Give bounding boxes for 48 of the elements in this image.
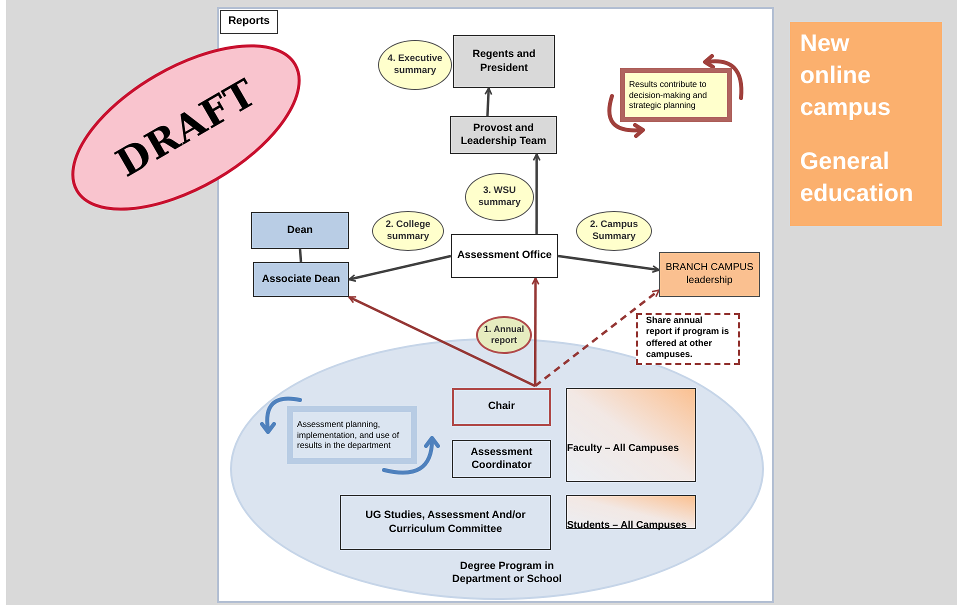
process-box bbox=[452, 388, 551, 426]
node-text: Dean bbox=[287, 224, 313, 238]
node-text: 3. WSU summary bbox=[477, 185, 522, 209]
node-text: UG Studies, Assessment And/or Curriculum Committee bbox=[364, 509, 527, 536]
process-box bbox=[566, 495, 696, 529]
process-box bbox=[659, 252, 760, 297]
connector-line bbox=[298, 248, 302, 262]
process-box bbox=[451, 234, 558, 278]
note-box bbox=[636, 313, 740, 365]
arrow bbox=[348, 296, 536, 388]
arrow bbox=[532, 153, 541, 234]
note-box bbox=[620, 68, 732, 122]
node-text: Chair bbox=[488, 400, 515, 414]
node-text: Reports bbox=[228, 15, 270, 29]
process-box bbox=[251, 212, 349, 249]
arrow bbox=[534, 289, 660, 387]
node-text: Share annual report if program is offered at other campuses. bbox=[646, 315, 730, 360]
node-text: Assessment Coordinator bbox=[470, 446, 534, 472]
process-box bbox=[566, 388, 696, 482]
arrow bbox=[558, 254, 660, 274]
node-text: Students – All Campuses bbox=[567, 520, 687, 532]
node-text: General education bbox=[800, 147, 914, 209]
node-text: 4. Executive summary bbox=[387, 53, 443, 77]
node-text: Assessment Office bbox=[457, 249, 552, 263]
arrow bbox=[532, 277, 540, 386]
draft-stamp bbox=[70, 44, 302, 211]
process-box bbox=[340, 495, 551, 550]
node-text: New online campus bbox=[800, 29, 892, 123]
arrow bbox=[484, 87, 492, 116]
info-panel bbox=[790, 22, 942, 226]
node-text: Provost and Leadership Team bbox=[460, 122, 548, 148]
node-text: Assessment planning, implementation, and use of results in the department bbox=[297, 419, 400, 451]
process-box bbox=[253, 262, 349, 297]
node-text: Faculty – All Campuses bbox=[567, 442, 679, 456]
node-text: BRANCH CAMPUS leadership bbox=[664, 262, 754, 287]
node-text: Regents and President bbox=[471, 48, 536, 75]
label-tab bbox=[220, 10, 278, 34]
node-text: Results contribute to decision-making and strategic planning bbox=[629, 79, 708, 111]
process-box bbox=[453, 35, 555, 88]
process-box bbox=[287, 406, 417, 464]
node-text: 2. Campus Summary bbox=[588, 219, 640, 243]
process-box bbox=[450, 116, 557, 154]
process-box bbox=[452, 440, 551, 478]
node-text: Degree Program in Department or School bbox=[452, 560, 562, 586]
arrow bbox=[348, 254, 452, 282]
node-text: Associate Dean bbox=[262, 272, 340, 286]
node-text: 2. College summary bbox=[384, 219, 432, 243]
node-text: 1. Annual report bbox=[482, 324, 526, 346]
